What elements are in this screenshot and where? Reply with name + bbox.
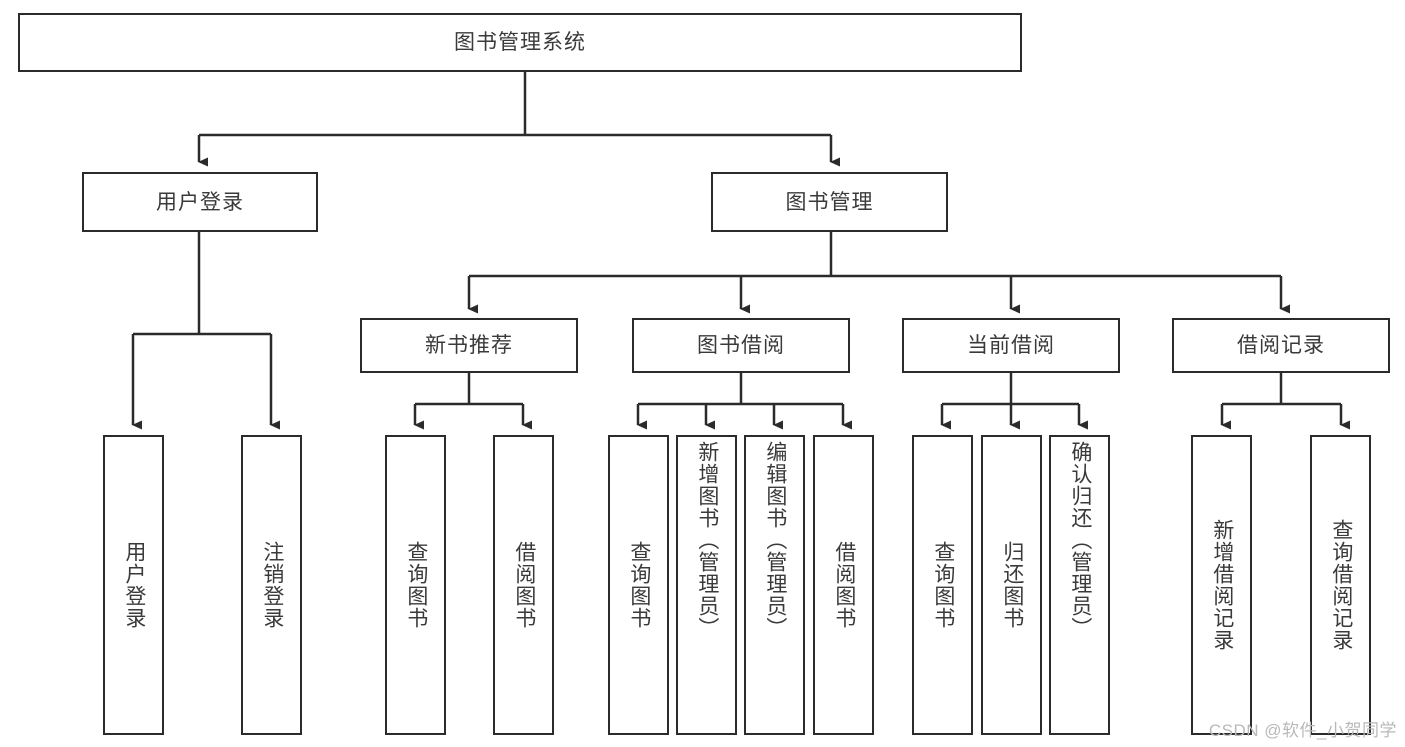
- node-user-login[interactable]: 用户登录: [82, 172, 318, 232]
- node-book-management-label: 图书管理: [785, 190, 874, 214]
- node-leaf-current-query-book[interactable]: 查询图书: [912, 435, 973, 735]
- node-leaf-newbook-borrow-book[interactable]: 借阅图书: [493, 435, 554, 735]
- node-new-book-recommend[interactable]: 新书推荐: [360, 318, 578, 373]
- node-root-label: 图书管理系统: [454, 31, 586, 54]
- node-leaf-add-book-admin-label: 新增图书（管理员）: [695, 441, 719, 639]
- node-book-borrow-label: 图书借阅: [697, 334, 785, 357]
- node-leaf-confirm-return-admin-label: 确认归还（管理员）: [1068, 441, 1092, 639]
- node-root-book-management-system[interactable]: 图书管理系统: [18, 13, 1022, 72]
- node-leaf-newbook-query-book-label: 查询图书: [404, 541, 428, 629]
- node-leaf-add-borrow-record-label: 新增借阅记录: [1210, 519, 1234, 651]
- node-leaf-logout-label: 注销登录: [260, 541, 284, 629]
- node-new-book-recommend-label: 新书推荐: [425, 334, 513, 357]
- node-leaf-newbook-borrow-book-label: 借阅图书: [512, 541, 536, 629]
- node-leaf-borrow-book[interactable]: 借阅图书: [813, 435, 874, 735]
- node-user-login-label: 用户登录: [156, 190, 244, 214]
- node-leaf-borrow-book-label: 借阅图书: [832, 541, 856, 629]
- node-borrow-record[interactable]: 借阅记录: [1172, 318, 1390, 373]
- node-leaf-borrow-query-book-label: 查询图书: [627, 541, 651, 629]
- node-book-borrow[interactable]: 图书借阅: [632, 318, 850, 373]
- node-leaf-newbook-query-book[interactable]: 查询图书: [385, 435, 446, 735]
- node-leaf-return-book[interactable]: 归还图书: [981, 435, 1042, 735]
- node-book-management[interactable]: 图书管理: [711, 172, 948, 232]
- node-leaf-query-borrow-record-label: 查询借阅记录: [1329, 519, 1353, 651]
- node-leaf-borrow-query-book[interactable]: 查询图书: [608, 435, 669, 735]
- node-current-borrow-label: 当前借阅: [967, 334, 1055, 357]
- node-leaf-current-query-book-label: 查询图书: [931, 541, 955, 629]
- node-leaf-user-login[interactable]: 用户登录: [103, 435, 164, 735]
- node-leaf-user-login-label: 用户登录: [122, 541, 146, 629]
- node-current-borrow[interactable]: 当前借阅: [902, 318, 1120, 373]
- node-leaf-add-borrow-record[interactable]: 新增借阅记录: [1191, 435, 1252, 735]
- node-leaf-query-borrow-record[interactable]: 查询借阅记录: [1310, 435, 1371, 735]
- node-leaf-confirm-return-admin[interactable]: 确认归还（管理员）: [1049, 435, 1110, 735]
- node-leaf-edit-book-admin-label: 编辑图书（管理员）: [763, 441, 787, 639]
- node-borrow-record-label: 借阅记录: [1237, 334, 1325, 357]
- node-leaf-edit-book-admin[interactable]: 编辑图书（管理员）: [744, 435, 805, 735]
- node-leaf-return-book-label: 归还图书: [1000, 541, 1024, 629]
- node-leaf-logout[interactable]: 注销登录: [241, 435, 302, 735]
- node-leaf-add-book-admin[interactable]: 新增图书（管理员）: [676, 435, 737, 735]
